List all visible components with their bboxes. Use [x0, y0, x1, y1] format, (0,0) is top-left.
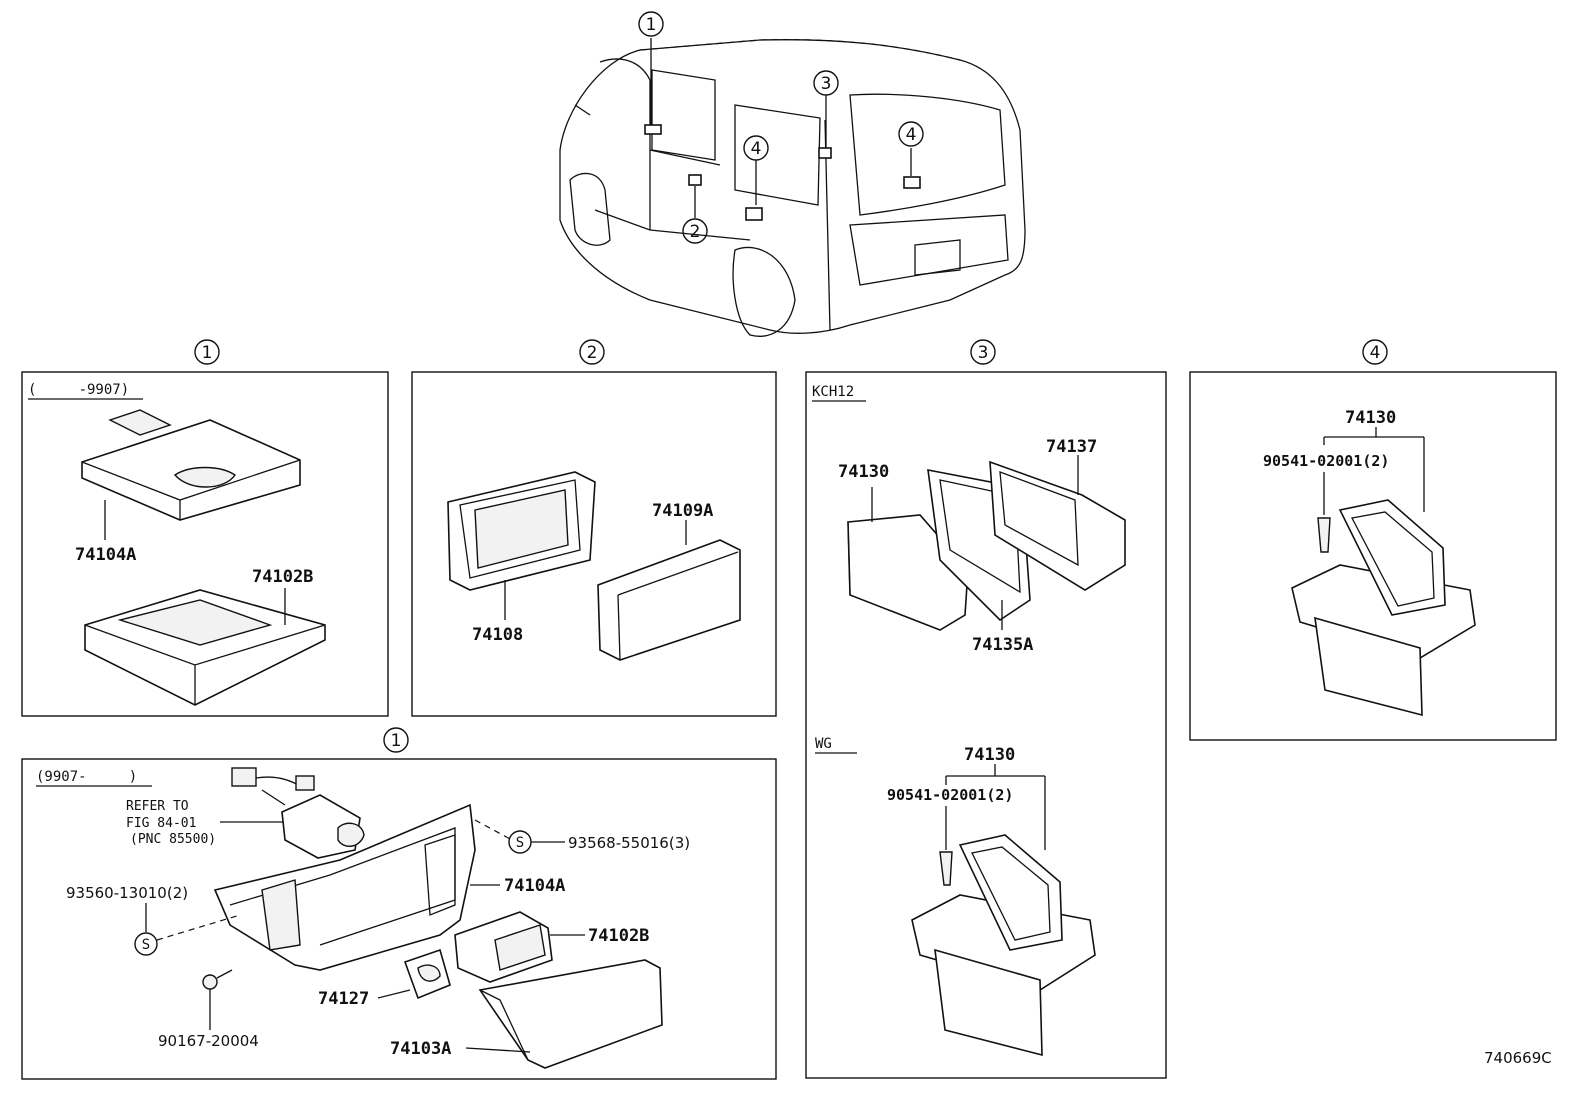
panel-5-note: (9907- ) — [36, 769, 137, 785]
panel-3-callout: 3 — [978, 343, 989, 363]
refer-line-1: REFER TO — [126, 799, 189, 814]
label-74102B: 74102B — [252, 567, 313, 587]
label-90541-panel4: 90541-02001(2) — [1263, 452, 1389, 470]
panel-5-callout: 1 — [391, 731, 402, 751]
van-callout-4a-text: 4 — [751, 139, 762, 159]
van-callout-2-text: 2 — [690, 222, 701, 242]
label-93568: 93568-55016(3) — [568, 834, 690, 852]
van-callout-3-text: 3 — [821, 74, 832, 94]
panel-5: 1 (9907- ) REFER TO FIG 84-01 (PNC 85500… — [21, 727, 777, 1080]
label-74130-panel4: 74130 — [1345, 408, 1396, 428]
van-callout-4a: 4 — [743, 135, 769, 161]
van-callout-2: 2 — [682, 218, 708, 244]
diagram-code: 740669C — [1484, 1049, 1552, 1067]
label-74103A: 74103A — [390, 1039, 451, 1059]
label-90541-panel3: 90541-02001(2) — [887, 786, 1013, 804]
refer-line-3: (PNC 85500) — [130, 832, 216, 847]
panel-2-callout: 2 — [587, 343, 598, 363]
panel-3-variant-a: KCH12 — [812, 384, 854, 400]
van-callout-4b-text: 4 — [906, 125, 917, 145]
label-74108: 74108 — [472, 625, 523, 645]
s-mark-right: S — [516, 835, 524, 851]
van-callout-1: 1 — [638, 11, 664, 37]
panel-1-callout: 1 — [202, 343, 213, 363]
panel-1: 1 ( -9907) 74104A 74102B — [21, 339, 389, 717]
van-illustration — [559, 38, 1026, 337]
van-callout-1-text: 1 — [646, 15, 657, 35]
panel-3-variant-b: WG — [815, 736, 832, 752]
label-74102B-b: 74102B — [588, 926, 649, 946]
panel-4-callout: 4 — [1370, 343, 1381, 363]
s-mark-left: S — [142, 937, 150, 953]
label-74130-a: 74130 — [838, 462, 889, 482]
label-74127: 74127 — [318, 989, 369, 1009]
label-74137: 74137 — [1046, 437, 1097, 457]
panel-1-note: ( -9907) — [28, 382, 129, 398]
label-74104A: 74104A — [75, 545, 136, 565]
label-93560: 93560-13010(2) — [66, 884, 188, 902]
van-callout-4b: 4 — [898, 121, 924, 147]
label-74104A-b: 74104A — [504, 876, 565, 896]
van-callout-3: 3 — [813, 70, 839, 96]
refer-line-2: FIG 84-01 — [126, 816, 196, 831]
panel-2: 2 74108 74109A — [411, 339, 777, 717]
label-74130-b: 74130 — [964, 745, 1015, 765]
label-74109A: 74109A — [652, 501, 713, 521]
panel-4: 4 74130 90541-02001(2) — [1189, 339, 1557, 741]
label-74135A: 74135A — [972, 635, 1033, 655]
label-90167: 90167-20004 — [158, 1032, 259, 1050]
panel-3: 3 KCH12 74130 74135A 74137 WG 74130 9054… — [805, 339, 1167, 1079]
